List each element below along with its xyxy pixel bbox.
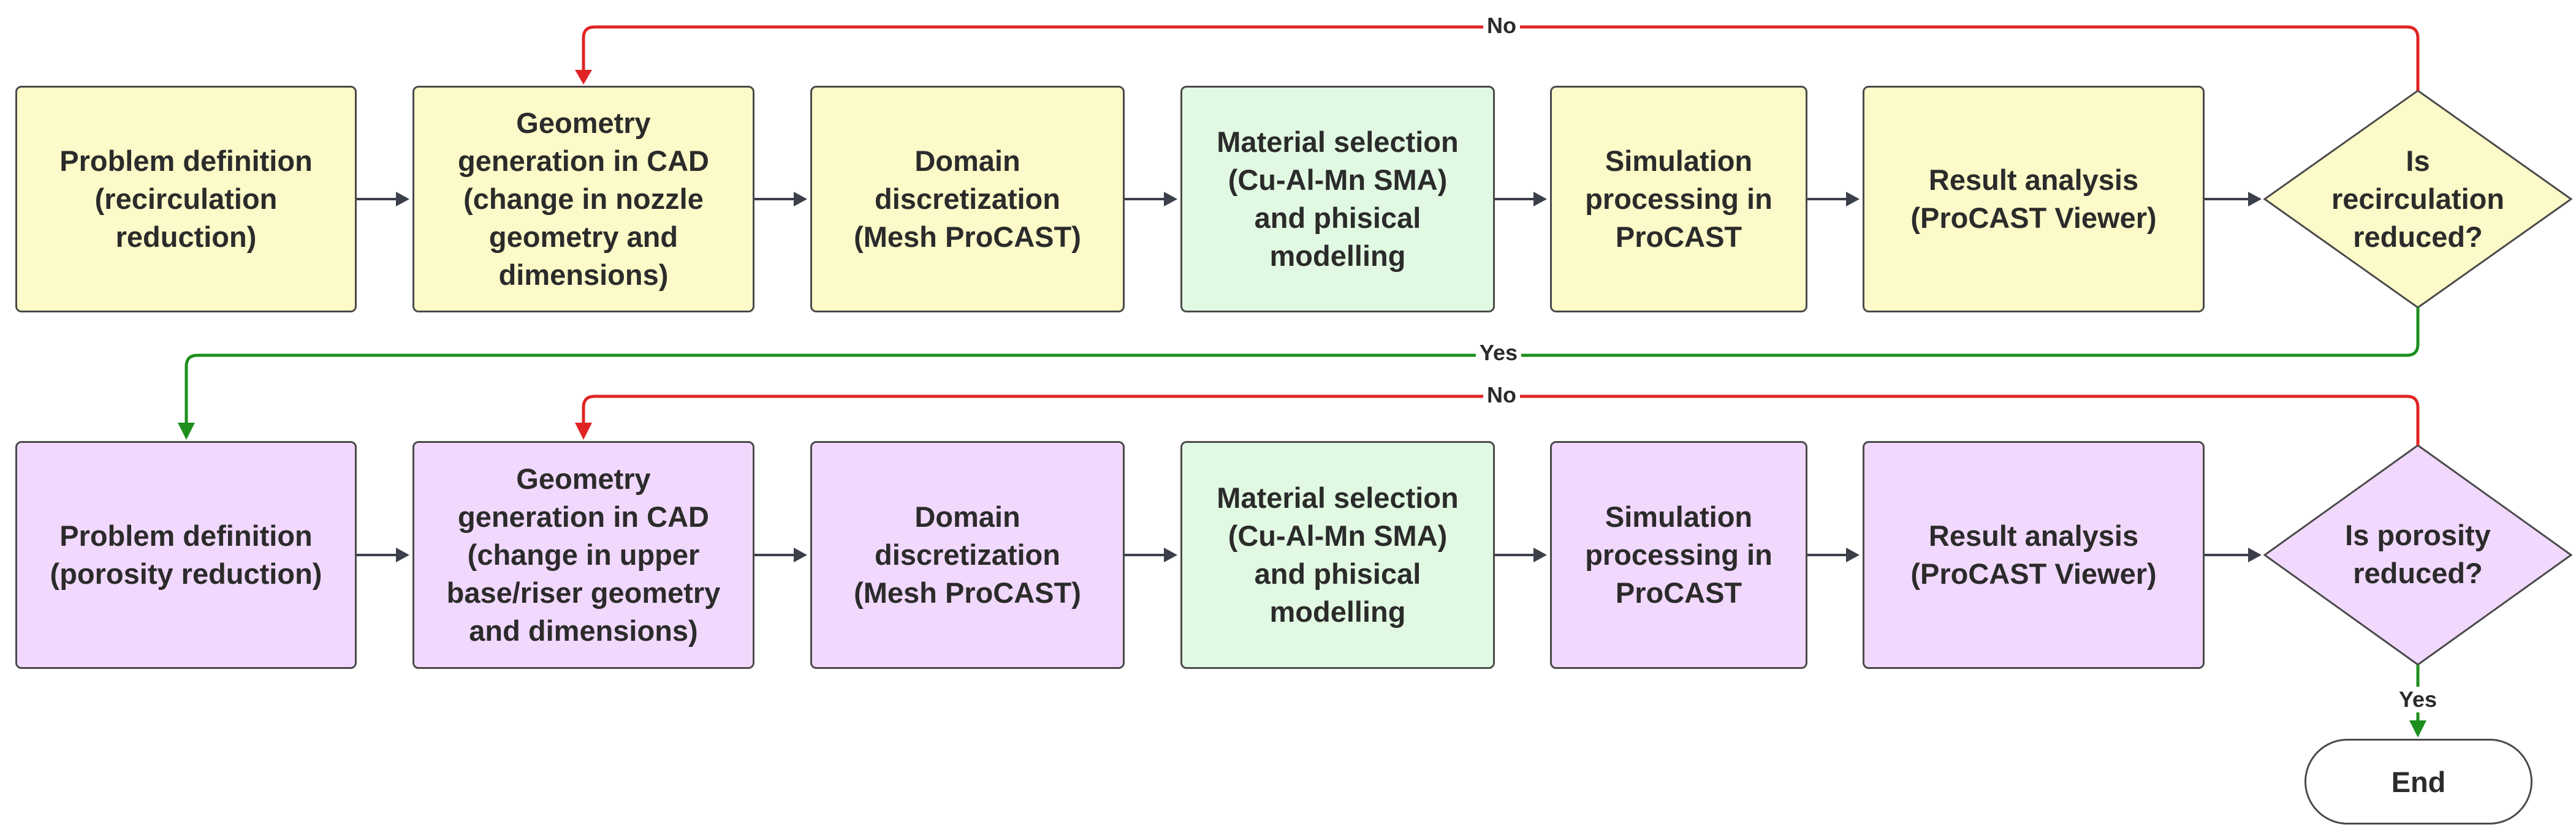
row2-problem-definition: Problem definition (porosity reduction) xyxy=(15,441,357,669)
flow-arrowhead-r2-1 xyxy=(396,548,409,562)
row1-simulation-processing-label: Simulation processing in ProCAST xyxy=(1585,145,1772,253)
row1-geometry-generation: Geometry generation in CAD (change in no… xyxy=(412,86,754,312)
flow-arrowhead-r1-3 xyxy=(1164,192,1177,206)
row1-domain-discretization: Domain discretization (Mesh ProCAST) xyxy=(810,86,1125,312)
flow-arrowhead-r2-3 xyxy=(1164,548,1177,562)
row2-decision-label: Is porosity reduced? xyxy=(2345,519,2491,589)
flow-arrowhead-r1-2 xyxy=(794,192,807,206)
flow-arrowhead-r1-6 xyxy=(2248,192,2262,206)
flow-arrowhead-r1-1 xyxy=(396,192,409,206)
row1-domain-discretization-label: Domain discretization (Mesh ProCAST) xyxy=(854,145,1081,253)
flow-arrowhead-r1-4 xyxy=(1533,192,1547,206)
flow-arrowhead-r2-2 xyxy=(794,548,807,562)
yes-connector-middle xyxy=(184,308,2420,431)
label-no-bottom: No xyxy=(1483,382,1520,408)
row2-problem-definition-label: Problem definition (porosity reduction) xyxy=(50,519,322,590)
row2-geometry-generation: Geometry generation in CAD (change in up… xyxy=(412,441,754,669)
row2-simulation-processing: Simulation processing in ProCAST xyxy=(1550,441,1807,669)
row2-simulation-processing-label: Simulation processing in ProCAST xyxy=(1585,500,1772,609)
row2-result-analysis: Result analysis (ProCAST Viewer) xyxy=(1863,441,2205,669)
flow-arrowhead-r2-4 xyxy=(1533,548,1547,562)
row2-geometry-generation-label: Geometry generation in CAD (change in up… xyxy=(446,462,721,647)
row1-simulation-processing: Simulation processing in ProCAST xyxy=(1550,86,1807,312)
row2-decision-text: Is porosity reduced? xyxy=(2311,484,2525,625)
row1-decision-text: Is recirculation reduced? xyxy=(2311,123,2525,276)
row1-material-selection: Material selection (Cu-Al-Mn SMA) and ph… xyxy=(1180,86,1495,312)
flow-arrowhead-r2-5 xyxy=(1846,548,1860,562)
label-yes-middle: Yes xyxy=(1475,340,1522,366)
end-terminator: End xyxy=(2304,739,2532,825)
row2-domain-discretization-label: Domain discretization (Mesh ProCAST) xyxy=(854,500,1081,609)
row1-problem-definition-label: Problem definition (recirculation reduct… xyxy=(59,145,313,253)
row1-material-selection-label: Material selection (Cu-Al-Mn SMA) and ph… xyxy=(1217,126,1459,272)
end-label: End xyxy=(2391,765,2446,798)
label-yes-bottom: Yes xyxy=(2395,687,2441,712)
row1-decision-label: Is recirculation reduced? xyxy=(2331,145,2505,253)
row1-geometry-generation-label: Geometry generation in CAD (change in no… xyxy=(458,107,709,291)
row2-domain-discretization: Domain discretization (Mesh ProCAST) xyxy=(810,441,1125,669)
row1-problem-definition: Problem definition (recirculation reduct… xyxy=(15,86,357,312)
row1-result-analysis: Result analysis (ProCAST Viewer) xyxy=(1863,86,2205,312)
flow-arrowhead-r1-5 xyxy=(1846,192,1860,206)
flow-arrowhead-r2-6 xyxy=(2248,548,2262,562)
row2-result-analysis-label: Result analysis (ProCAST Viewer) xyxy=(1910,519,2157,590)
row2-material-selection-label: Material selection (Cu-Al-Mn SMA) and ph… xyxy=(1217,481,1459,628)
label-no-top: No xyxy=(1483,13,1520,39)
row1-result-analysis-label: Result analysis (ProCAST Viewer) xyxy=(1910,164,2157,234)
row2-material-selection: Material selection (Cu-Al-Mn SMA) and ph… xyxy=(1180,441,1495,669)
